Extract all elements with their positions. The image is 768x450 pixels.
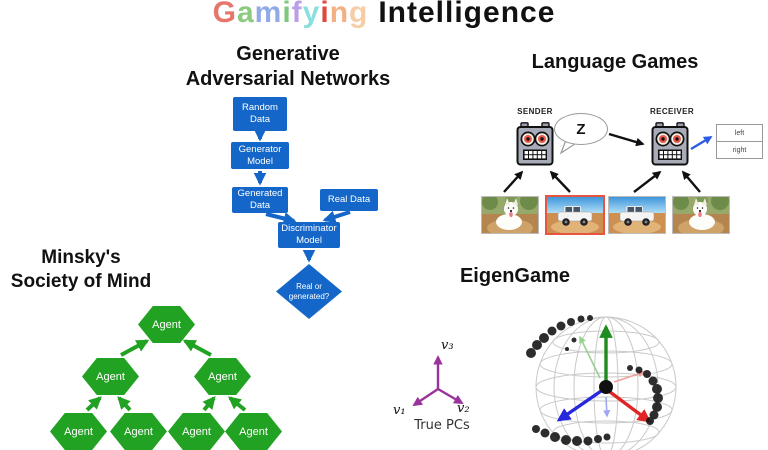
photo-dog-1 — [481, 196, 539, 234]
agent-label: Agent — [208, 370, 237, 383]
minsky-heading-line2: Society of Mind — [10, 270, 152, 292]
gan-decision-label: Real or generated? — [288, 281, 330, 301]
gan-heading-line1: Generative — [236, 43, 340, 65]
title-letter: f — [291, 0, 303, 29]
agent-hex-mid-left: Agent — [82, 358, 139, 395]
choice-right: right — [732, 146, 747, 154]
sphere-wireframe — [535, 316, 677, 450]
gan-node-generator-model: Generator Model — [231, 142, 289, 169]
title-letter: y — [302, 0, 321, 29]
agent-hex-bottom-4: Agent — [225, 413, 282, 450]
sender-label: SENDER — [517, 107, 553, 116]
agent-hex-top: Agent — [138, 306, 195, 343]
sphere-dot-trails — [526, 315, 663, 446]
title-letter: i — [282, 0, 292, 29]
title-letter: n — [329, 0, 350, 29]
axis-label-v1: v₁ — [393, 403, 406, 418]
sphere-center-dot — [599, 380, 613, 394]
gan-node-generated-data: Generated Data — [232, 187, 288, 213]
agent-label: Agent — [239, 425, 268, 438]
gan-node-real-data: Real Data — [320, 189, 378, 211]
photo-dog-2 — [672, 196, 730, 234]
sender-robot-icon — [516, 122, 554, 166]
title-letter: G — [212, 0, 237, 29]
message-speech-bubble: Z — [554, 113, 608, 145]
agent-hex-bottom-3: Agent — [168, 413, 225, 450]
title-letter: g — [349, 0, 369, 29]
true-pcs-caption: True PCs — [414, 418, 470, 433]
title-letter: i — [320, 0, 330, 29]
title-intelligence: Intelligence — [378, 0, 556, 29]
gan-heading-line2: Adversarial Networks — [185, 68, 391, 90]
eigengame-heading: EigenGame — [459, 265, 571, 287]
minsky-heading-line1: Minsky's — [41, 247, 121, 268]
choice-left: left — [717, 125, 762, 142]
receiver-label: RECEIVER — [649, 107, 695, 116]
axis-label-v3: v₃ — [441, 338, 454, 353]
agent-label: Agent — [64, 425, 93, 438]
sphere-estimate-arrows — [579, 335, 646, 418]
agent-hex-bottom-2: Agent — [110, 413, 167, 450]
true-pcs-axes — [412, 355, 464, 407]
gan-node-decision-diamond: Real or generated? — [276, 264, 342, 319]
agent-hex-bottom-1: Agent — [50, 413, 107, 450]
title-letter: m — [254, 0, 283, 29]
language-games-heading: Language Games — [531, 51, 699, 73]
agent-label: Agent — [182, 425, 211, 438]
receiver-choice-arrow — [690, 135, 713, 151]
agent-label: Agent — [96, 370, 125, 383]
minsky-section-heading: Minsky's Society of Mind — [0, 246, 162, 294]
choice-table: left right — [716, 124, 763, 159]
agent-label: Agent — [152, 318, 181, 331]
gan-node-discriminator-model: Discriminator Model — [278, 222, 340, 248]
gan-node-random-data: Random Data — [233, 97, 287, 131]
photo-car-highlighted — [545, 195, 605, 235]
photo-car-2 — [608, 196, 666, 234]
agent-label: Agent — [124, 425, 153, 438]
receiver-robot-icon — [651, 122, 689, 166]
title-gamifying: Gamifying — [213, 0, 369, 29]
axis-label-v2: v₂ — [457, 401, 470, 416]
title-letter: a — [236, 0, 255, 29]
sphere-pc-arrows — [556, 324, 652, 423]
message-symbol: Z — [576, 120, 586, 138]
gan-section-heading: Generative Adversarial Networks — [168, 42, 408, 92]
agent-hex-mid-right: Agent — [194, 358, 251, 395]
